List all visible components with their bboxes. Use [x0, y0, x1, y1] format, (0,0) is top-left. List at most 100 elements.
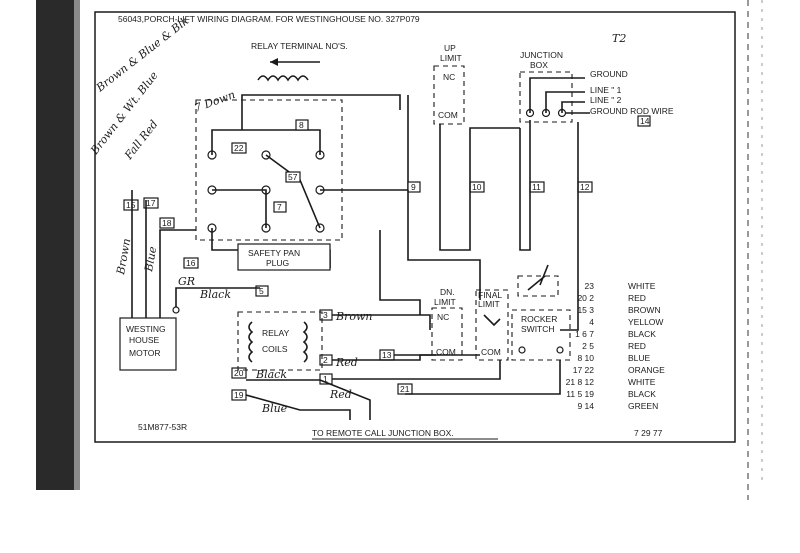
final-limit-com: COM: [481, 347, 501, 357]
rocker-lever: [527, 264, 549, 291]
wire-tag-label: 19: [234, 390, 244, 400]
legend-codes: 23: [585, 281, 595, 291]
up-limit-switch: [433, 65, 465, 125]
legend-codes: 21 8 12: [566, 377, 595, 387]
westinghouse-motor: [119, 317, 177, 371]
wire-tag-label: 20: [234, 368, 244, 378]
wire-tag-label: 16: [186, 258, 196, 268]
motor-label-3: MOTOR: [129, 348, 160, 358]
relay-coils-box: [237, 311, 323, 371]
wire-tag: [231, 367, 247, 379]
rocker-terminal: [556, 346, 564, 354]
hand-black-top: Black: [199, 288, 231, 301]
wire-tag: [159, 217, 175, 229]
safety-pan-label-2: PLUG: [266, 258, 289, 268]
ground-rod-tag: [637, 115, 651, 127]
hand-blue-bottom: Blue: [261, 402, 288, 415]
wire-tag-label: 1: [323, 374, 328, 384]
wire-tag-label: 18: [162, 218, 172, 228]
rocker-label-1: ROCKER: [521, 314, 557, 324]
wire-tag: [231, 142, 247, 154]
bottom-label: TO REMOTE CALL JUNCTION BOX.: [312, 428, 454, 438]
wire-tag-label: 12: [580, 182, 590, 192]
safety-pan-label-1: SAFETY PAN: [248, 248, 300, 258]
relay-coils-label-2: COILS: [262, 344, 288, 354]
legend-color: BLACK: [628, 329, 656, 339]
legend-codes: 20 2: [577, 293, 594, 303]
wire-tag-label: 57: [288, 172, 298, 182]
diagram-date: 7 29 77: [634, 428, 663, 438]
motor-leads: [131, 190, 196, 318]
legend-color: GREEN: [628, 401, 658, 411]
legend-color: YELLOW: [628, 317, 663, 327]
wire-9: [320, 95, 409, 191]
hand-black-coil: Black: [255, 368, 287, 381]
coil-right: [302, 321, 308, 363]
hand-blue-left: Blue: [142, 245, 159, 274]
motor-label-2: HOUSE: [129, 335, 160, 345]
dn-limit-label-1: DN.: [440, 287, 455, 297]
motor-label-1: WESTING: [126, 324, 166, 334]
wire-tag: [407, 181, 421, 193]
ground-terminal: [172, 306, 180, 314]
relay-coil-top: [257, 75, 309, 82]
wire-21-run: [405, 360, 561, 395]
diagram-border: [94, 11, 736, 443]
legend-color: BLACK: [628, 389, 656, 399]
wire-tag-label: 15: [126, 200, 136, 210]
hand-gr: GR: [178, 275, 195, 288]
wire-tag-label: 5: [259, 286, 264, 296]
wire-1-run: [332, 360, 501, 380]
dn-limit-com: COM: [436, 347, 456, 357]
wire-tag-label: 7: [277, 202, 282, 212]
left-scan-edge: [36, 0, 74, 490]
motor-ground: [175, 287, 260, 310]
ground-label: GROUND: [590, 69, 628, 79]
up-limit-label-1: UP: [444, 43, 456, 53]
wire-tag-label: 2: [323, 355, 328, 365]
legend-color: ORANGE: [628, 365, 665, 375]
legend-codes: 11 5 19: [566, 389, 594, 399]
final-limit-label-1: FINAL: [478, 290, 502, 300]
diagram-title: 56043,PORCH-LIFT WIRING DIAGRAM. FOR WES…: [118, 14, 420, 24]
wire-12-run: [560, 122, 579, 331]
junction-box-label-1: JUNCTION: [520, 50, 563, 60]
legend-color: BROWN: [628, 305, 661, 315]
wire-tag-label: 3: [323, 310, 328, 320]
plug-to-dn: [379, 230, 421, 315]
hand-brown-left: Brown: [114, 237, 133, 276]
wire-number-tags: 8 22 57 7 9 10 11 12 15 17 18 16 4 5 3 2…: [123, 119, 593, 401]
dn-limit-switch: [431, 307, 463, 361]
legend-codes: 2 5: [582, 341, 594, 351]
legend-codes: 15 3: [577, 305, 594, 315]
left-scan-shadow: [74, 0, 80, 490]
hand-red-coil: Red: [335, 356, 358, 369]
handwritten-note-3: Fall Red: [122, 118, 161, 163]
wire-tag: [295, 119, 309, 131]
legend-color: WHITE: [628, 377, 656, 387]
wire-tag: [143, 197, 159, 209]
line1-wire: [545, 91, 585, 113]
legend-codes: 9 14: [577, 401, 594, 411]
wire-tag-label: 17: [146, 198, 156, 208]
legend-codes: 1 6 7: [575, 329, 594, 339]
safety-pan-plug: [237, 243, 331, 271]
wire-tag-label: 8: [299, 120, 304, 130]
ground-rod-label: GROUND ROD WIRE: [590, 106, 674, 116]
relay-coils-label-1: RELAY: [262, 328, 290, 338]
wire-tag: [183, 257, 199, 269]
line2-label: LINE " 2: [590, 95, 622, 105]
legend-color: BLUE: [628, 353, 651, 363]
handwritten-note-4: 7 Down: [193, 88, 237, 115]
wire-tag-label: 11: [532, 182, 541, 192]
dn-limit-nc: NC: [437, 312, 449, 322]
wire-22: [241, 94, 401, 130]
final-limit-contact: [483, 314, 501, 327]
wire-8: [211, 129, 321, 155]
relay-dashed-box: [195, 99, 343, 241]
dn-limit-label-2: LIMIT: [434, 297, 456, 307]
legend-color: RED: [628, 293, 646, 303]
ground-wire: [529, 77, 585, 113]
line2-wire: [561, 101, 585, 113]
